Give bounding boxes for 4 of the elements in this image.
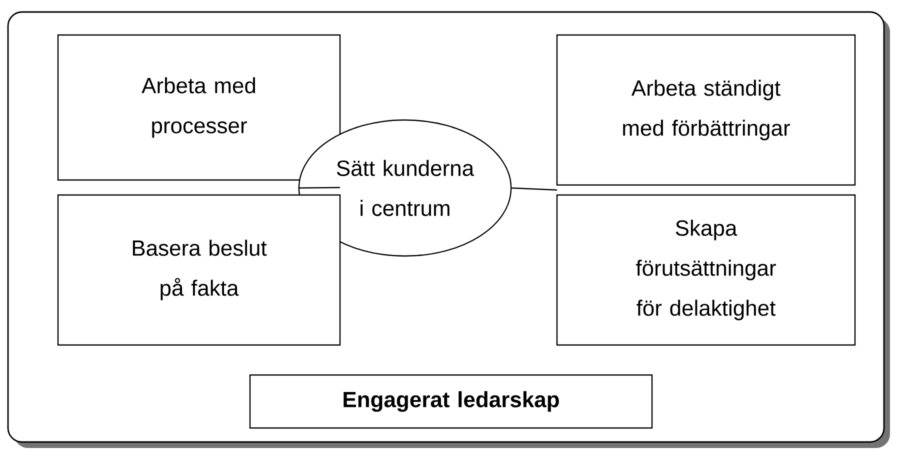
foundation-box: Engagerat ledarskap [249,374,653,429]
process-box: Basera beslut på fakta [57,194,341,346]
process-box: Skapa förutsättningar för delaktighet [556,194,856,346]
process-box: Arbeta ständigt med förbättringar [556,34,856,186]
